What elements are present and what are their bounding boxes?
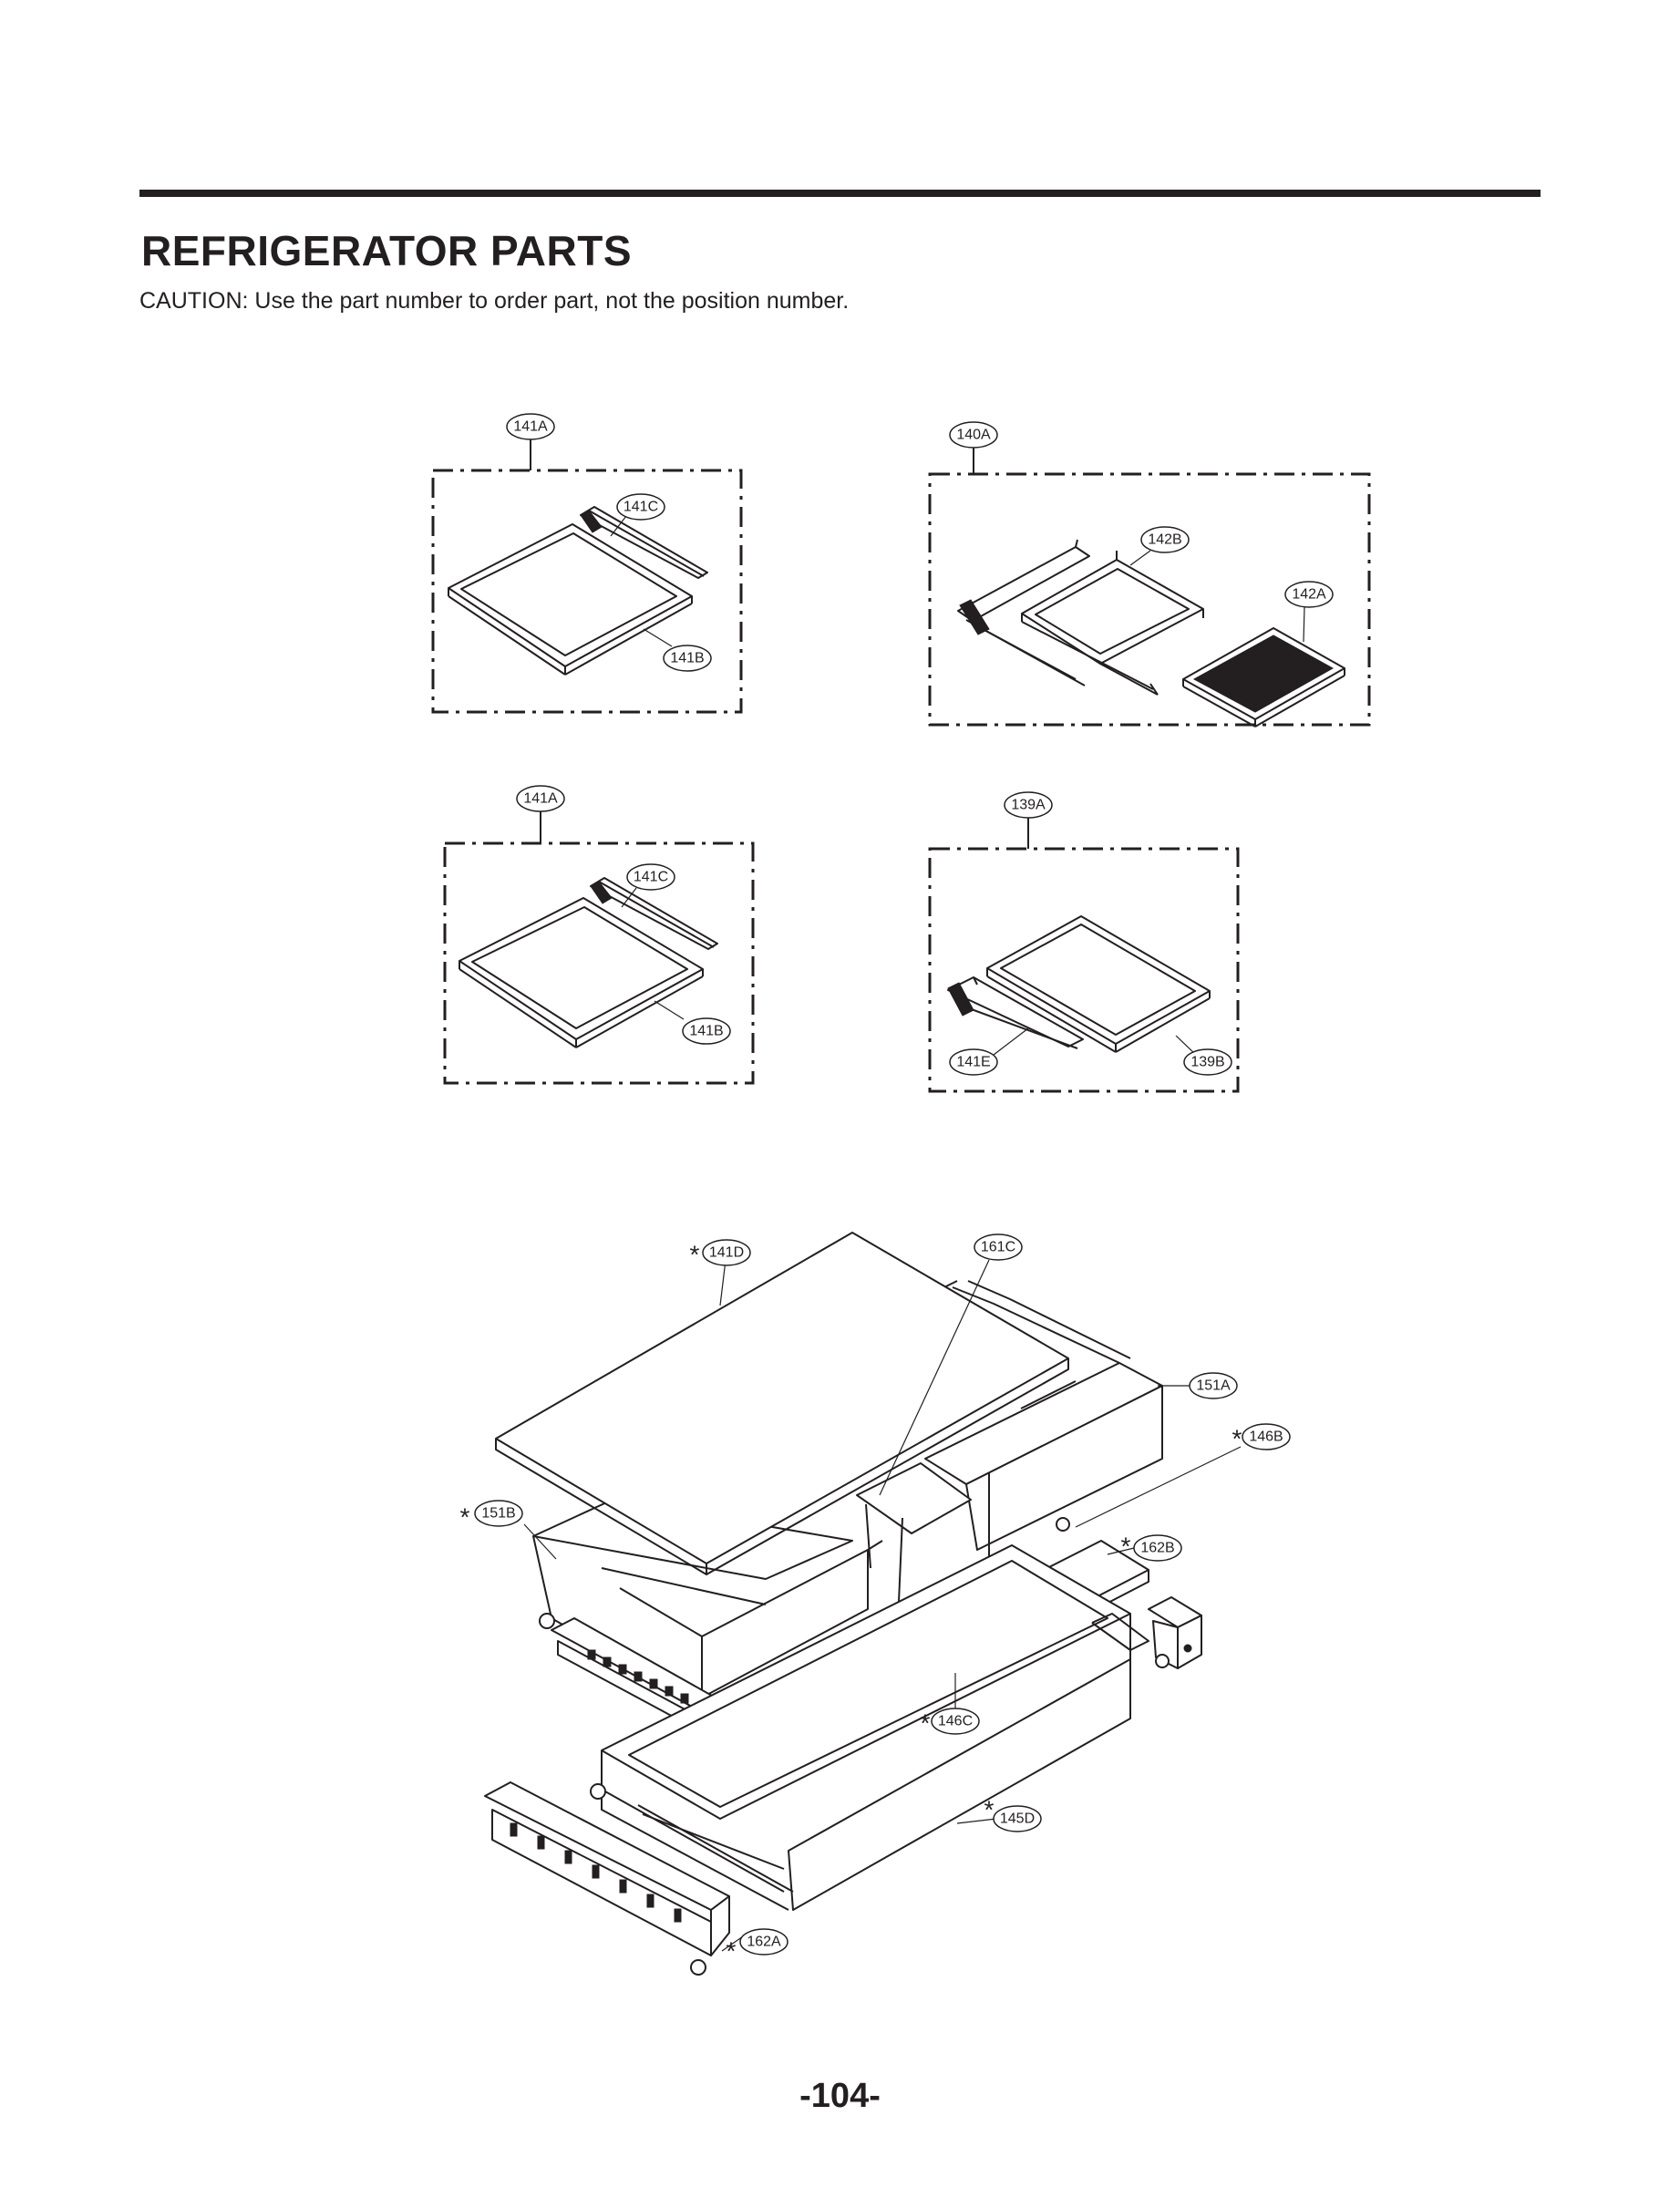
rail-guide-162A [484, 1781, 730, 1976]
callout-162A: 162A [747, 1935, 781, 1950]
asterisk-162A: * [727, 1937, 737, 1966]
callout-142A: 142A [1292, 587, 1326, 603]
page-title: REFRIGERATOR PARTS [141, 227, 633, 274]
shelf-glass-141B-top [448, 523, 693, 676]
shelf-glass-139B [986, 915, 1211, 1053]
callout-141B-top: 141B [670, 651, 704, 666]
assembly-139A: 139A 141E 139B [928, 791, 1240, 1093]
asterisk-146C: * [921, 1709, 931, 1738]
group-frame-140A [928, 472, 1371, 727]
group-frame-141A-mid [443, 841, 755, 1085]
callout-141E: 141E [956, 1055, 990, 1070]
callout-151B: 151B [481, 1506, 515, 1522]
shelf-glass-141B-mid [459, 897, 704, 1048]
header-rule [139, 190, 1541, 197]
callout-141D: 141D [709, 1245, 744, 1261]
shelf-rail-141C-top [580, 506, 708, 579]
callout-151A: 151A [1196, 1378, 1231, 1394]
crisper-drawer-assembly: 141D * 161C 151A 146B * 151B * 162B * 14… [460, 1232, 1291, 1976]
asterisk-162B: * [1121, 1533, 1131, 1561]
callout-161C: 161C [981, 1240, 1015, 1255]
group-frame-141A-top [431, 469, 743, 714]
assembly-140A: 140A 142B 142A [928, 421, 1371, 728]
callout-139B: 139B [1190, 1055, 1224, 1070]
drawer-145D [590, 1544, 1131, 1911]
callout-141A-mid: 141A [523, 791, 558, 807]
caution-note: CAUTION: Use the part number to order pa… [139, 288, 850, 314]
callout-142B: 142B [1148, 532, 1181, 548]
shelf-rail-141E [947, 976, 1084, 1049]
shelf-frame-142B [1021, 551, 1204, 696]
callout-141C-mid: 141C [634, 870, 668, 885]
callout-146C: 146C [938, 1714, 973, 1729]
callout-145D: 145D [1000, 1811, 1035, 1827]
group-frame-139A [928, 847, 1240, 1093]
asterisk-145D: * [984, 1796, 995, 1824]
callout-141A-top: 141A [513, 419, 548, 435]
assembly-141A-top: 141A 141C 141B [431, 413, 743, 714]
shelf-rail-141C-mid [590, 877, 718, 950]
asterisk-146B: * [1232, 1425, 1242, 1453]
page-number: -104- [799, 2077, 881, 2115]
callout-141B-mid: 141B [689, 1024, 723, 1039]
callout-141C-top: 141C [624, 500, 658, 515]
cover-glass-141D [495, 1232, 1069, 1575]
callout-146B: 146B [1249, 1429, 1283, 1445]
shelf-rail-left-140A [957, 539, 1090, 686]
front-control-panel-left [551, 1617, 721, 1733]
asterisk-141D: * [690, 1241, 700, 1269]
assembly-141A-mid: 141A 141C 141B [443, 785, 755, 1085]
callout-162B: 162B [1140, 1541, 1174, 1556]
callout-139A: 139A [1011, 798, 1046, 813]
control-module-162B [1091, 1596, 1202, 1669]
shelf-glass-142A [1182, 627, 1345, 728]
asterisk-151B: * [460, 1503, 470, 1532]
callout-140A: 140A [956, 428, 991, 443]
